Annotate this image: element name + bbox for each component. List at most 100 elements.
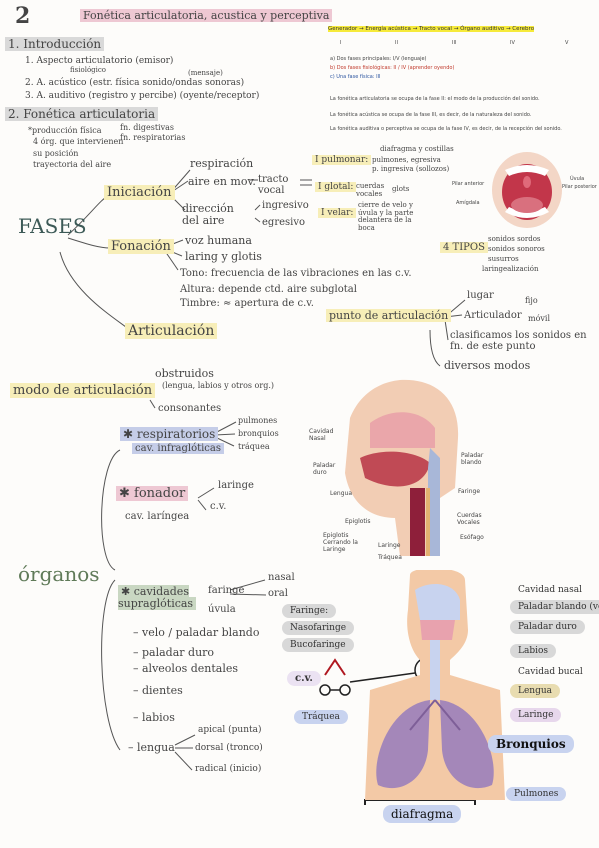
organos-dorsal: dorsal (tronco)	[195, 743, 263, 753]
body-bucofaringe: Bucofaringe	[282, 638, 354, 652]
organos-fonador: ✱ fonador	[116, 486, 189, 501]
intro-item-1-sub: fisiológico	[70, 66, 107, 74]
fases-pulm-2: pulmones, egresiva	[372, 156, 441, 164]
fases-pulm-1: diafragma y costillas	[380, 145, 454, 153]
organos-resp-sub: cav. infraglóticas	[132, 443, 224, 454]
fonetica-tray: trayectoria del aire	[33, 160, 112, 169]
fases-glotal: I glotal:	[315, 182, 357, 193]
fases-label: FASES	[18, 214, 87, 238]
fases-tipos-2: sonidos sonoros	[488, 245, 545, 253]
head-cavidad-nasal: Cavidad Nasal	[309, 428, 334, 442]
fonetica-fn2: fn. respiratorias	[120, 133, 186, 142]
head-traquea: Tráquea	[378, 554, 402, 561]
fases-glotal-1: cuerdas vocales	[356, 182, 385, 198]
organos-radical: radical (inicio)	[195, 764, 262, 774]
fases-direccion: dirección del aire	[182, 202, 234, 228]
fases-altura: Altura: depende ctd. aire subglotal	[180, 284, 357, 295]
fases-fonacion: Fonación	[108, 239, 174, 254]
mouth-illustration	[492, 152, 562, 228]
fases-tipos-1: sonidos sordos	[488, 235, 541, 243]
printed-c: c) Una fase física: III	[330, 74, 381, 80]
body-faringe: Faringe:	[282, 604, 337, 618]
fases-velar-1: cierre de velo y úvula y la parte delant…	[358, 201, 414, 233]
fases-movil: móvil	[528, 314, 551, 323]
fases-pulmonar: I pulmonar:	[312, 155, 372, 166]
mouth-right-2: Pilar posterior	[562, 184, 597, 190]
intro-item-1: 1. Aspecto articulatorio (emisor)	[25, 56, 174, 66]
head-epiglotis: Epiglotis	[345, 518, 371, 525]
intro-item-3: 3. A. auditivo (registro y percibe) (oye…	[25, 91, 260, 101]
organos-cv: c.v.	[210, 501, 227, 512]
organos-dientes: – dientes	[133, 684, 183, 697]
organos-labios: – labios	[133, 711, 175, 724]
fases-respiracion: respiración	[190, 157, 254, 170]
body-cavidad-bucal: Cavidad bucal	[518, 667, 583, 677]
fases-tono: Tono: frecuencia de las vibraciones en l…	[180, 268, 412, 279]
body-labios: Labios	[510, 644, 557, 658]
head-paladar-blando: Paladar blando	[461, 452, 484, 466]
body-cv: c.v.	[287, 671, 321, 686]
head-section-illustration	[345, 379, 459, 556]
fases-punto: punto de articulación	[326, 309, 452, 322]
organos-velo: – velo / paladar blando	[133, 626, 260, 639]
fonetica-fn1: fn. digestivas	[120, 123, 175, 132]
organos-cavidades: ✱ cavidades supraglóticas	[118, 585, 208, 611]
modo-obstruido: obstruidos	[155, 367, 214, 380]
organos-faringe: faringe	[208, 585, 245, 596]
organos-fonador-sub: cav. laríngea	[125, 511, 190, 522]
head-laringe: Laringe	[378, 542, 401, 549]
fases-tipos: 4 TIPOS	[440, 242, 488, 253]
fases-diversos: diversos modos	[444, 359, 531, 372]
fonetica-pos: su posición	[33, 149, 79, 158]
fases-ingresivo: ingresivo	[262, 200, 309, 211]
fonetica-heading: 2. Fonética articulatoria	[5, 107, 159, 121]
fases-glotal-2: glots	[392, 185, 410, 193]
modo-obstruido-sub: (lengua, labios y otros org.)	[162, 381, 274, 390]
organos-nasal: nasal	[268, 572, 295, 583]
fases-velar: I velar:	[318, 208, 357, 219]
body-diafragma: diafragma	[383, 805, 462, 823]
head-paladar-duro: Paladar duro	[313, 462, 336, 476]
fases-aire-mov: aire en mov.	[188, 175, 256, 188]
fases-laring: laring y glotis	[185, 250, 262, 263]
intro-item-2-sub: (mensaje)	[188, 69, 223, 77]
mouth-right-1: Úvula	[570, 176, 585, 182]
page-number: 2	[15, 3, 31, 29]
head-epiglotis-cerrando: Epiglotis Cerrando la Laringe	[323, 532, 358, 553]
body-bronquios: Bronquios	[488, 735, 574, 753]
head-faringe: Faringe	[458, 488, 481, 495]
fases-iniciacion: Iniciación	[104, 185, 175, 200]
body-nasofaringe: Nasofaringe	[282, 621, 355, 635]
modo-consonantes: consonantes	[158, 403, 222, 414]
printed-a: a) Dos fases principales: I/V (lenguaje)	[330, 56, 427, 62]
intro-heading: 1. Introducción	[5, 37, 105, 51]
organos-resp: ✱ respiratorios	[120, 427, 219, 441]
body-pulmones: Pulmones	[506, 787, 567, 801]
body-illustration	[365, 570, 505, 800]
organos-lengua: – lengua	[128, 741, 175, 754]
body-laringe: Laringe	[510, 708, 562, 722]
organos-pulmones: pulmones	[238, 416, 278, 425]
fonetica-org: 4 órg. que intervienen	[33, 137, 124, 146]
head-esofago: Esófago	[460, 534, 484, 541]
fases-clasif: clasificamos los sonidos en fn. de este …	[450, 330, 587, 352]
organos-traquea: tráquea	[238, 442, 270, 451]
fonetica-prod: *producción física	[28, 126, 102, 135]
organos-label: órganos	[18, 562, 100, 586]
body-cavidad-nasal: Cavidad nasal	[518, 585, 582, 595]
organos-paladar: – paladar duro	[133, 646, 215, 659]
modo-label: modo de articulación	[10, 383, 156, 398]
body-lengua: Lengua	[510, 684, 561, 698]
fases-voz: voz humana	[185, 234, 252, 247]
fases-timbre: Timbre: ≈ apertura de c.v.	[180, 298, 314, 309]
intro-item-2: 2. A. acústico (estr. física sonido/onda…	[25, 78, 245, 88]
organos-oral: oral	[268, 588, 288, 599]
fases-articulacion: Articulación	[125, 323, 218, 339]
fases-fijo: fijo	[525, 296, 538, 305]
organos-bronquios: bronquios	[238, 429, 279, 438]
fases-tipos-3: susurros	[488, 255, 519, 263]
fases-egresivo: egresivo	[262, 217, 306, 228]
body-traquea: Tráquea	[294, 710, 348, 724]
page-title: Fonética articulatoria, acustica y perce…	[80, 9, 333, 22]
fases-tipos-4: laringealización	[482, 265, 539, 273]
